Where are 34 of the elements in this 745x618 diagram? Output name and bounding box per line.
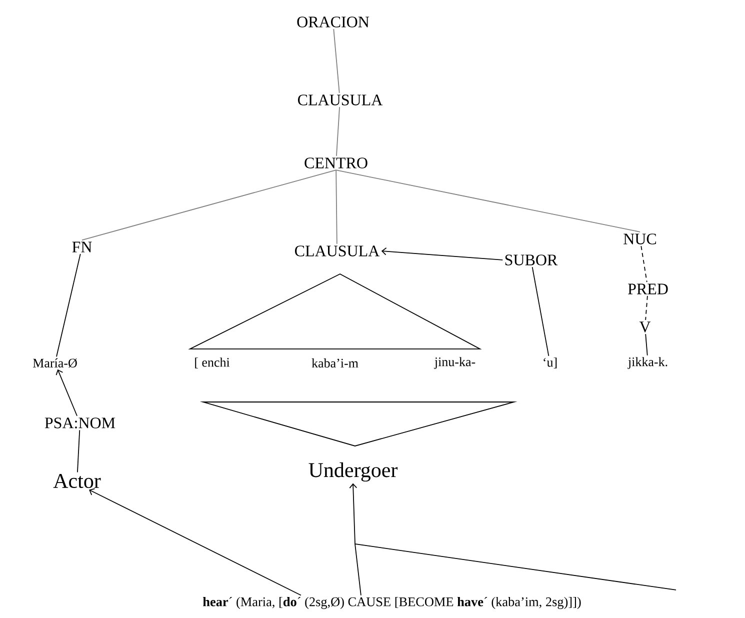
tree-line	[56, 253, 81, 358]
word: kaba’i-m	[312, 358, 358, 368]
tree-label: CLAUSULA	[298, 94, 383, 106]
tree-label: CLAUSULA	[295, 246, 380, 256]
tree-line	[645, 296, 648, 320]
role-label: Actor	[53, 474, 101, 488]
tree-line	[645, 334, 648, 356]
word: ‘u]	[544, 358, 557, 368]
word: jinu-ka-	[434, 357, 476, 369]
tree-label: FN	[72, 242, 92, 252]
tree-line	[82, 170, 336, 240]
tree-label: PSA:NOM	[44, 418, 116, 428]
tree-label: ORACION	[297, 16, 370, 28]
word: jikka-k.	[628, 357, 668, 369]
tree-line	[333, 28, 340, 94]
tree-line	[336, 170, 338, 244]
tree-line	[77, 430, 80, 473]
word: María-Ø	[33, 358, 77, 368]
arrow	[56, 369, 78, 416]
arrow	[381, 247, 504, 260]
tree-line	[532, 266, 550, 356]
tree-line	[640, 246, 648, 282]
arrow	[349, 483, 362, 596]
tree-label: PRED	[628, 284, 668, 294]
tree-label: NUC	[624, 234, 656, 244]
tree-line	[336, 170, 640, 232]
tree-line	[336, 106, 340, 156]
logical-structure: hear´ (Maria, [do´ (2sg,Ø) CAUSE [BECOME have´ (kaba’im, 2sg)]])	[202, 596, 581, 609]
tree-label: SUBOR	[505, 254, 558, 266]
tree-label: CENTRO	[304, 158, 368, 168]
word: [ enchi	[195, 358, 230, 368]
role-label: Undergoer	[308, 462, 398, 482]
arrow	[89, 488, 302, 596]
tree-label: V	[639, 322, 651, 332]
